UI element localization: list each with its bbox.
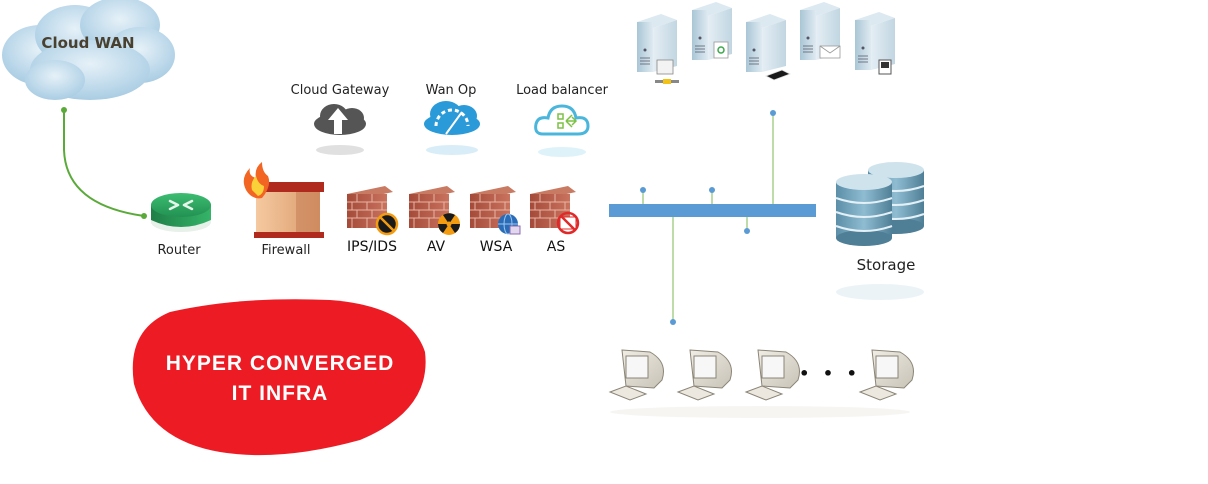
server-recycle-icon — [692, 2, 732, 60]
av-label: AV — [426, 239, 446, 255]
server-mail-icon — [800, 2, 841, 60]
router-label: Router — [157, 243, 201, 258]
ips-ids-label: IPS/IDS — [347, 239, 397, 255]
as-label: AS — [546, 239, 566, 255]
load-balancer-icon — [534, 104, 590, 157]
server-fax-icon — [637, 14, 679, 84]
cloud-gateway-label: Cloud Gateway — [290, 83, 390, 98]
title-badge-shape — [132, 299, 426, 456]
wall-as-icon — [530, 186, 580, 235]
firewall-label: Firewall — [261, 243, 311, 258]
wall-wsa-icon — [470, 186, 521, 235]
server-terminal-icon — [855, 12, 895, 75]
load-balancer-label: Load balancer — [516, 83, 608, 98]
network-bus — [609, 110, 816, 325]
servers — [637, 2, 895, 84]
firewall-icon — [243, 162, 324, 238]
title-badge-line1: HYPER CONVERGED — [165, 352, 395, 375]
client-computer-icon — [608, 349, 664, 401]
server-scanner-icon — [746, 14, 791, 81]
cloud-wan-label: Cloud WAN — [41, 34, 135, 52]
client-computer-icon — [744, 349, 800, 401]
wall-av-icon — [409, 186, 460, 235]
wsa-label: WSA — [479, 239, 513, 255]
title-badge-line2: IT INFRA — [231, 382, 329, 405]
bus-bar — [609, 204, 816, 217]
wall-ips-ids-icon — [347, 186, 399, 236]
storage-icon — [835, 162, 925, 300]
security-walls — [347, 186, 580, 236]
client-computer-icon — [858, 349, 914, 401]
storage-label: Storage — [856, 256, 916, 274]
wan-op-icon — [424, 101, 480, 155]
clients — [608, 349, 914, 418]
more-clients-ellipsis: • • • — [799, 364, 861, 383]
wan-link — [61, 107, 147, 219]
cloud-gateway-icon — [314, 104, 366, 155]
router-icon — [151, 193, 211, 232]
client-computer-icon — [676, 349, 732, 401]
cloud-wan-icon — [2, 0, 175, 100]
wan-op-label: Wan Op — [425, 83, 477, 98]
